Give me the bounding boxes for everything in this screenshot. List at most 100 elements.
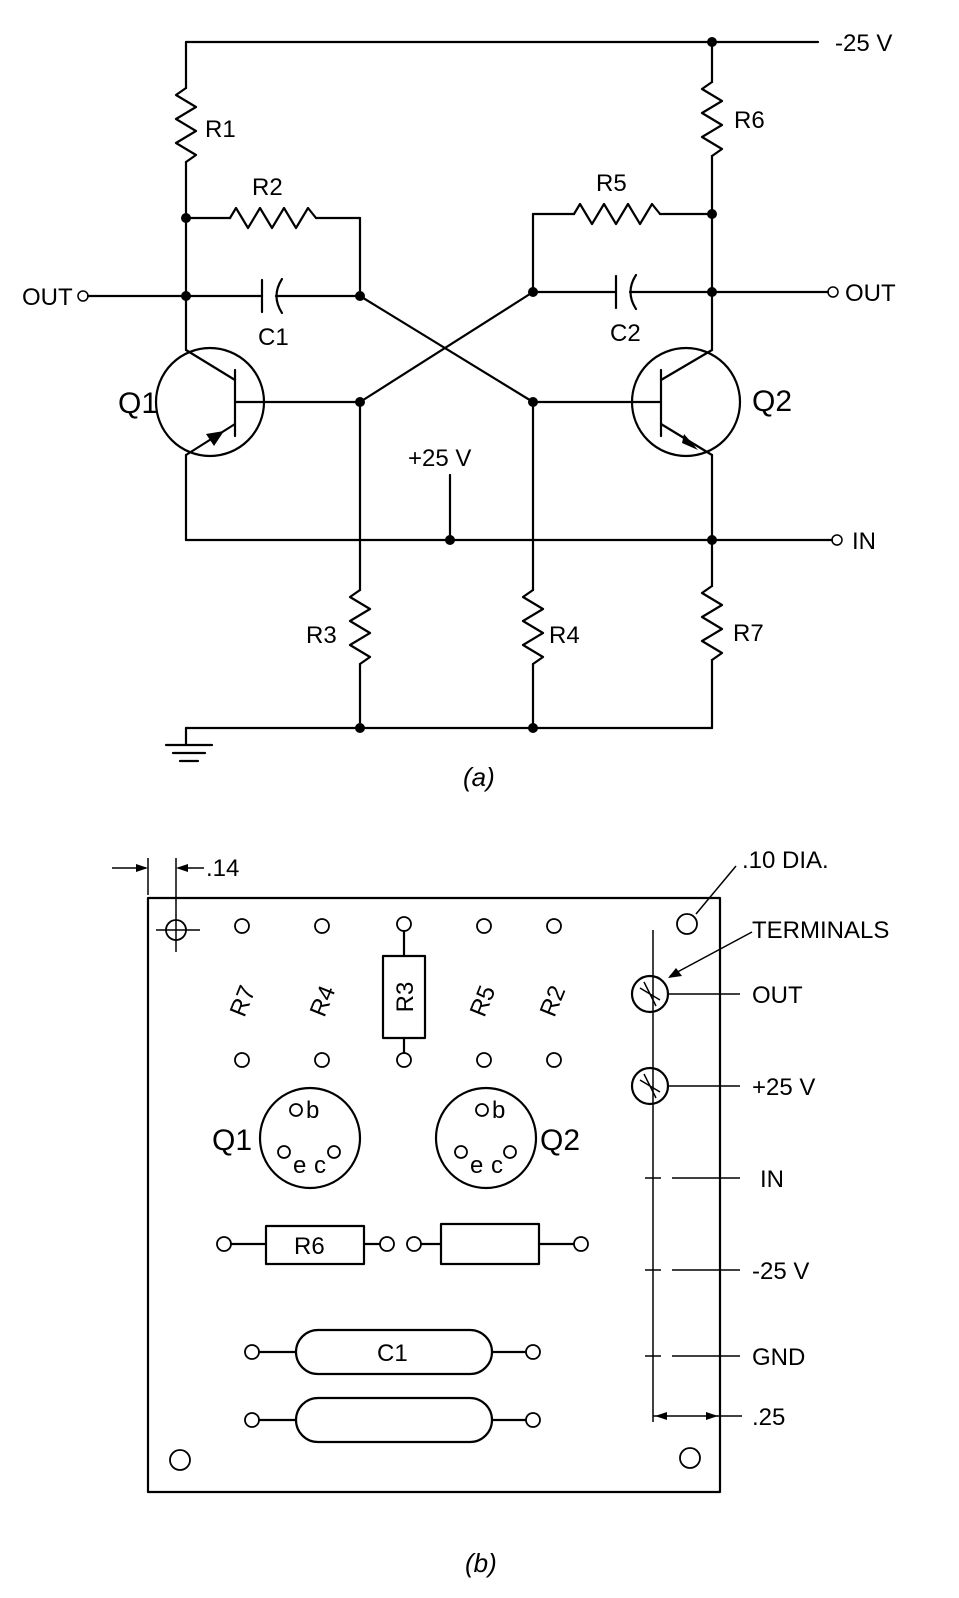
terminal-neg25-label: -25 V	[752, 1258, 809, 1285]
mounting-hole	[169, 1449, 191, 1471]
mounting-hole	[679, 1447, 701, 1469]
r7-resistor	[700, 584, 724, 662]
base-pin	[475, 1103, 489, 1117]
pad	[244, 1412, 260, 1428]
out-right-label: OUT	[845, 280, 896, 307]
r3-resistor	[348, 588, 372, 666]
terminal-in-label: IN	[760, 1166, 784, 1193]
q1-collector	[184, 348, 237, 382]
dimension-arrow	[706, 1412, 718, 1420]
pad	[314, 918, 330, 934]
supply-pos-label: +25 V	[408, 445, 471, 472]
out-left-label: OUT	[22, 284, 73, 311]
cross-wire	[358, 294, 535, 404]
pad	[406, 1236, 422, 1252]
pad	[396, 1052, 412, 1068]
q2-label: Q2	[752, 385, 792, 418]
c2-component	[294, 1396, 494, 1444]
pad	[234, 1052, 250, 1068]
r7-board-label: R7	[225, 982, 262, 1021]
r5-resistor	[572, 202, 662, 226]
pad	[476, 918, 492, 934]
pad	[476, 1052, 492, 1068]
r3-board-label: R3	[392, 982, 419, 1013]
pad	[396, 916, 412, 932]
terminals-label: TERMINALS	[752, 917, 889, 944]
caption-b: (b)	[465, 1548, 497, 1578]
r6-board-label: R6	[294, 1233, 325, 1260]
pad	[525, 1344, 541, 1360]
dimension-arrow	[136, 864, 148, 872]
caption-a: (a)	[463, 762, 495, 792]
collector-pin	[503, 1145, 517, 1159]
resistor-component	[439, 1222, 541, 1266]
cross-wire	[358, 290, 535, 404]
q1-board-label: Q1	[212, 1124, 252, 1157]
c2-label: C2	[610, 320, 641, 347]
emitter-pin	[454, 1145, 468, 1159]
terminal-pos25-label: +25 V	[752, 1074, 815, 1101]
in-label: IN	[852, 528, 876, 555]
pad	[546, 918, 562, 934]
supply-neg-label: -25 V	[835, 30, 892, 57]
q1-emitter-arrow	[206, 431, 224, 446]
r5-label: R5	[596, 170, 627, 197]
pad	[234, 918, 250, 934]
r4-label: R4	[549, 622, 580, 649]
r1-resistor	[174, 86, 198, 164]
pad	[573, 1236, 589, 1252]
q1-pin-e: e	[293, 1152, 306, 1179]
terminal-slot	[639, 1079, 661, 1093]
q2-socket	[434, 1086, 538, 1190]
dim-terminal-label: .25	[752, 1404, 785, 1431]
ground-symbol-icon	[164, 743, 214, 763]
terminal-out-label: OUT	[752, 982, 803, 1009]
terminal-slot	[639, 987, 661, 1001]
q2-pin-b: b	[492, 1097, 505, 1124]
pad	[379, 1236, 395, 1252]
pad	[546, 1052, 562, 1068]
q2-pin-c: c	[491, 1152, 503, 1179]
junction-dot	[445, 535, 455, 545]
q1-pin-b: b	[306, 1097, 319, 1124]
r5-board-label: R5	[465, 982, 502, 1021]
pad	[314, 1052, 330, 1068]
c1-board-label: C1	[377, 1340, 408, 1367]
pad	[216, 1236, 232, 1252]
r2-resistor	[228, 206, 318, 230]
board-layout: .14 .10 DIA. R7 R4 R5 R2 R3	[112, 847, 889, 1578]
dim-hole-label: .10 DIA.	[742, 847, 829, 874]
emitter-pin	[277, 1145, 291, 1159]
dim-edge-label: .14	[206, 855, 239, 882]
r4-board-label: R4	[305, 982, 342, 1021]
c1-label: C1	[258, 324, 289, 351]
mounting-hole	[676, 913, 698, 935]
q2-pin-e: e	[470, 1152, 483, 1179]
r6-label: R6	[734, 107, 765, 134]
r3-label: R3	[306, 622, 337, 649]
r2-board-label: R2	[535, 982, 572, 1021]
out-left-terminal	[77, 290, 89, 302]
leader-line	[695, 865, 737, 915]
base-pin	[289, 1103, 303, 1117]
q1-label: Q1	[118, 387, 158, 420]
circuit-board	[146, 896, 722, 1494]
schematic: -25 V R1 R2 OUT C1 Q1	[22, 30, 896, 792]
leader-arrow	[668, 968, 682, 978]
leader-line	[669, 931, 753, 977]
r2-label: R2	[252, 174, 283, 201]
pad	[525, 1412, 541, 1428]
q1-pin-c: c	[314, 1152, 326, 1179]
junction-dot	[355, 723, 365, 733]
terminal-gnd-label: GND	[752, 1344, 805, 1371]
pad	[244, 1344, 260, 1360]
q2-emitter-arrow	[682, 434, 698, 450]
out-right-terminal	[827, 286, 839, 298]
junction-dot	[528, 723, 538, 733]
dimension-arrow	[176, 864, 188, 872]
junction-dot	[707, 535, 717, 545]
collector-pin	[327, 1145, 341, 1159]
r7-label: R7	[733, 620, 764, 647]
